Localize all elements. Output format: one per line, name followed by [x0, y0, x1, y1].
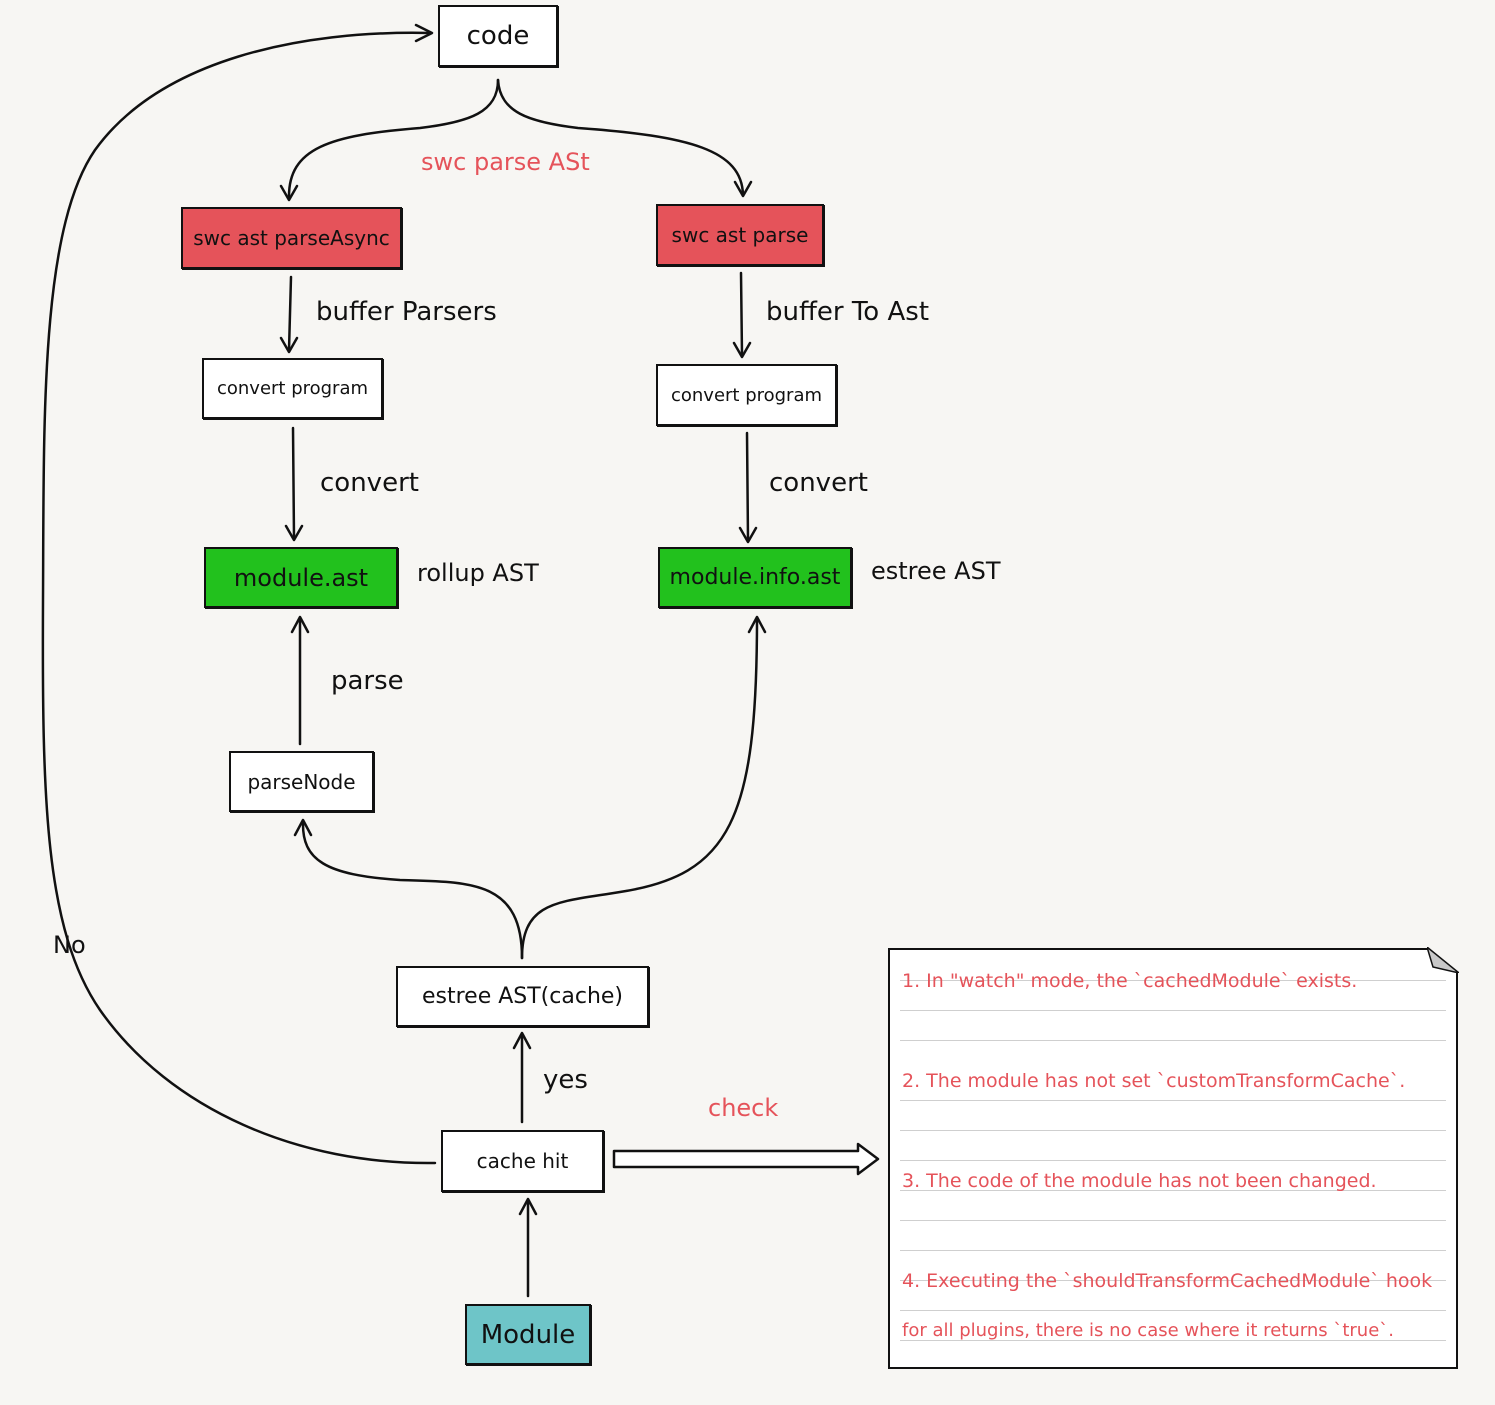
- convert-right-label: convert: [769, 468, 868, 498]
- note-rule: [900, 1100, 1446, 1101]
- arrowhead: [279, 336, 299, 354]
- edge-code-to-parse: [496, 78, 745, 197]
- note-line-3: 3. The code of the module has not been c…: [902, 1170, 1377, 1192]
- arrowhead: [518, 1197, 538, 1216]
- module-ast-node: module.ast: [204, 547, 398, 608]
- note-rule: [900, 1250, 1446, 1251]
- edge-convert-right: [745, 431, 750, 542]
- rollup-ast-label: rollup AST: [417, 559, 539, 587]
- swc-parse-async-node: swc ast parseAsync: [181, 207, 402, 269]
- edge-buffer-to-ast: [739, 271, 744, 357]
- note-rule: [900, 1190, 1446, 1191]
- buffer-to-ast-label: buffer To Ast: [766, 297, 930, 327]
- module-ast-label: module.ast: [233, 563, 369, 592]
- arrowhead: [414, 23, 434, 43]
- no-label: No: [53, 931, 86, 959]
- arrowhead: [293, 818, 313, 837]
- code-node-label: code: [466, 21, 530, 51]
- estree-cache-label: estree AST(cache): [421, 984, 624, 1009]
- note-rule: [900, 980, 1446, 981]
- swc-parse-label: swc ast parse: [671, 223, 809, 247]
- convert-program-left-node: convert program: [202, 358, 383, 419]
- parse-label: parse: [331, 666, 404, 696]
- swc-parse-node: swc ast parse: [656, 204, 824, 266]
- arrowhead: [279, 184, 299, 202]
- estree-cache-node: estree AST(cache): [396, 966, 649, 1027]
- arrowhead: [284, 524, 304, 542]
- edge-no-loop: [41, 31, 437, 1165]
- note-line-2: 2. The module has not set `customTransfo…: [902, 1070, 1406, 1092]
- cache-conditions-note: 1. In "watch" mode, the `cachedModule` e…: [888, 947, 1459, 1369]
- module-label: Module: [480, 1319, 576, 1350]
- swc-parse-ast-label: swc parse ASt: [421, 148, 590, 176]
- cache-hit-node: cache hit: [441, 1130, 604, 1192]
- note-rule: [900, 1340, 1446, 1341]
- edge-cache-to-module-info: [520, 616, 759, 960]
- module-node: Module: [465, 1304, 591, 1365]
- folded-corner-icon: [1427, 947, 1459, 973]
- module-info-ast-label: module.info.ast: [669, 565, 841, 590]
- convert-program-left-label: convert program: [216, 378, 369, 399]
- arrowhead: [747, 615, 767, 634]
- arrowhead: [290, 615, 310, 634]
- swc-parse-async-label: swc ast parseAsync: [193, 226, 390, 250]
- estree-ast-label: estree AST: [871, 557, 1001, 585]
- arrowhead: [733, 180, 753, 198]
- buffer-parsers-label: buffer Parsers: [316, 297, 497, 327]
- code-node: code: [438, 5, 558, 67]
- note-rule: [900, 1040, 1446, 1041]
- convert-program-right-label: convert program: [670, 384, 823, 406]
- note-rule: [900, 1310, 1446, 1311]
- note-rule: [900, 1160, 1446, 1161]
- convert-program-right-node: convert program: [656, 364, 837, 426]
- check-label: check: [708, 1094, 779, 1122]
- parse-node-label: parseNode: [247, 769, 356, 794]
- note-line-4: 4. Executing the `shouldTransformCachedM…: [902, 1270, 1433, 1292]
- module-info-ast-node: module.info.ast: [658, 547, 852, 608]
- parse-node-node: parseNode: [229, 751, 374, 812]
- note-rule: [900, 1280, 1446, 1281]
- cache-hit-label: cache hit: [476, 1149, 569, 1173]
- note-line-5: for all plugins, there is no case where …: [902, 1320, 1394, 1341]
- note-rule: [900, 1010, 1446, 1011]
- note-rule: [900, 1130, 1446, 1131]
- note-line-1: 1. In "watch" mode, the `cachedModule` e…: [902, 970, 1358, 992]
- edge-buffer-parsers: [287, 275, 293, 352]
- convert-left-label: convert: [320, 468, 419, 498]
- check-arrow: [612, 1142, 880, 1176]
- edge-convert-left: [291, 426, 296, 540]
- arrowhead: [738, 526, 758, 544]
- note-rule: [900, 1220, 1446, 1221]
- yes-label: yes: [543, 1065, 588, 1095]
- edge-code-to-parse-async: [287, 78, 500, 200]
- arrowhead: [512, 1031, 532, 1050]
- edge-cache-to-parse-node: [301, 820, 524, 960]
- arrowhead: [732, 341, 752, 359]
